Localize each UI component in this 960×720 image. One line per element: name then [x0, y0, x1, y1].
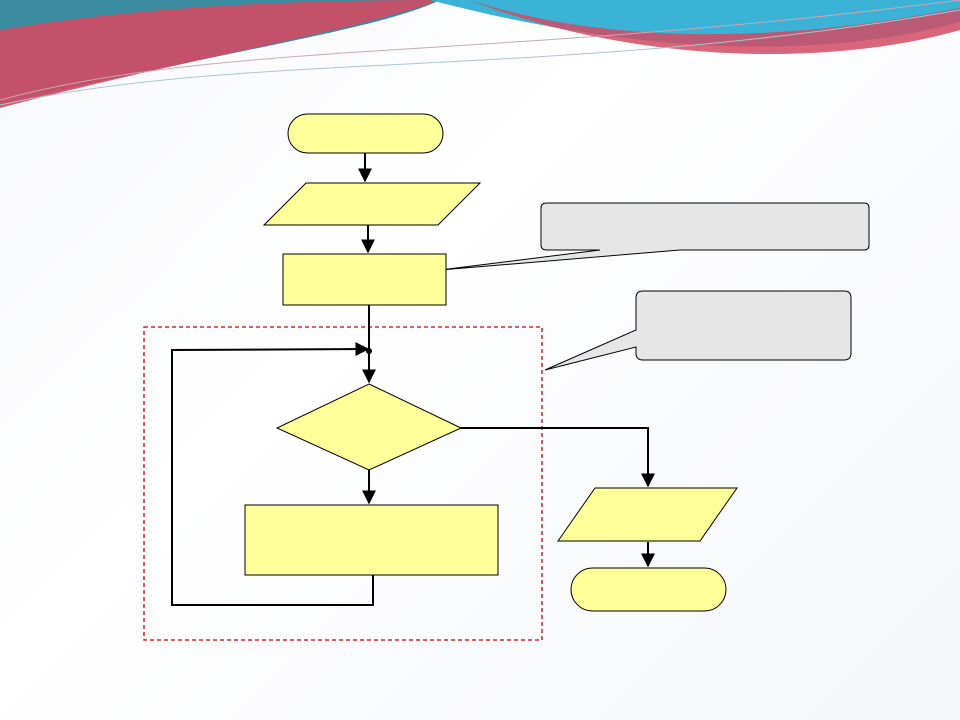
- loop-back-line: [171, 342, 374, 606]
- connectors: [171, 153, 655, 606]
- condition-diamond: [275, 383, 463, 471]
- input-parallelogram: [262, 182, 482, 226]
- init-process: [282, 253, 447, 306]
- start-terminator: [287, 113, 444, 154]
- output-parallelogram: [557, 487, 738, 542]
- loop-region: [143, 326, 543, 641]
- arrow-condition-to-output: [461, 427, 655, 488]
- header-swoosh: [0, 0, 960, 108]
- loop-join-point: [366, 348, 372, 354]
- loop-body-process: [244, 504, 499, 576]
- callout-init: [439, 202, 870, 271]
- callout-loop: [544, 290, 852, 371]
- end-terminator: [570, 567, 727, 612]
